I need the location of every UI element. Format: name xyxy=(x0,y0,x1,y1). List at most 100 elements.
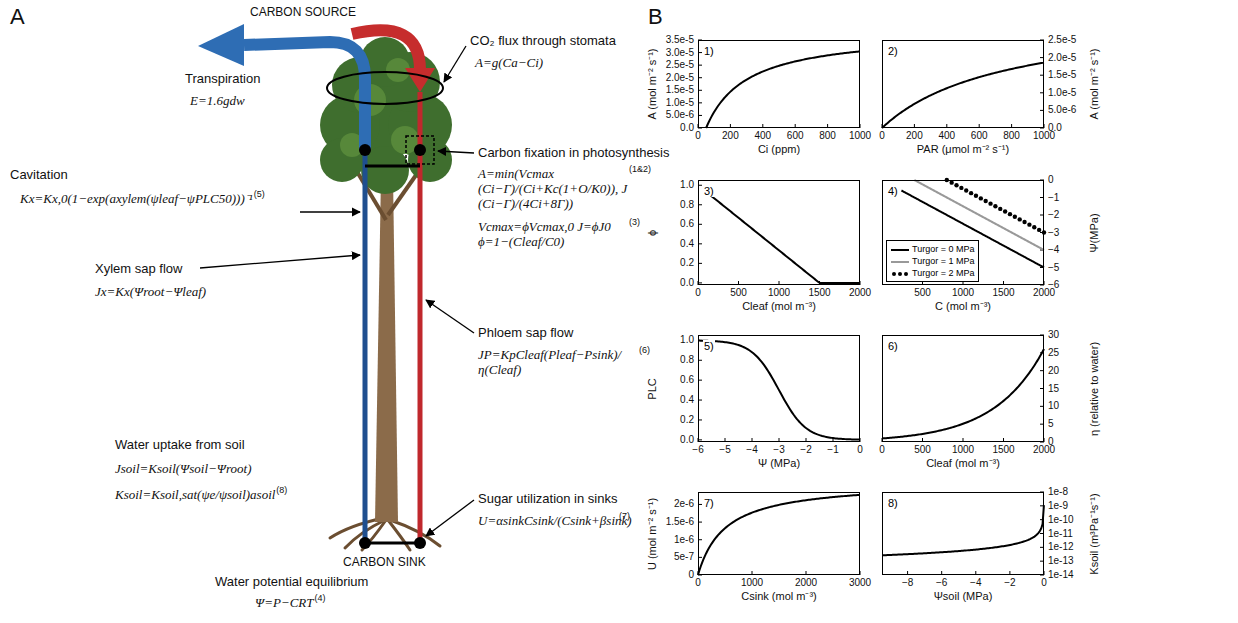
legend-row: Turgor = 1 MPa xyxy=(891,255,974,267)
tick-label: 2.0e-5 xyxy=(1048,52,1076,64)
plot-dot xyxy=(949,180,953,184)
panel-number: 7) xyxy=(703,497,715,509)
tick-label: 800 xyxy=(1003,130,1020,142)
tick-label: 5.0e-6 xyxy=(1048,105,1076,117)
plot-dot xyxy=(959,186,963,190)
tick-label: 1000 xyxy=(741,577,763,589)
tick-label: 1e-12 xyxy=(1048,542,1074,554)
tick-label: 1e-6 xyxy=(674,534,694,546)
legend-text: Turgor = 2 MPa xyxy=(912,268,974,278)
tick-label: 1e-8 xyxy=(1048,486,1068,498)
tick-label: 1500 xyxy=(992,287,1014,299)
equation: Jx=Kx(Ψroot−Ψleaf) xyxy=(95,285,206,300)
plot-dot xyxy=(983,199,987,203)
tick-label: 1.0e-5 xyxy=(666,97,694,109)
tick-label: −2 xyxy=(800,444,811,456)
axis-title: ϕ xyxy=(646,229,659,235)
tick-label: −2 xyxy=(1048,209,1059,221)
tick-label: 10 xyxy=(1048,401,1059,413)
plot-legend: Turgor = 0 MPaTurgor = 1 MPaTurgor = 2 M… xyxy=(886,240,979,282)
plot-curve xyxy=(698,341,860,440)
tick-label: 2000 xyxy=(849,287,871,299)
tick-label: 0 xyxy=(688,569,694,581)
carbon-label: CARBON SOURCE xyxy=(250,6,356,20)
tick-label: −6 xyxy=(692,444,703,456)
tick-label: 0.8 xyxy=(680,355,694,367)
equation: Kx=Kx,0(1−exp(axylem(ψleaf−ψPLC50)))⁻¹ xyxy=(20,192,253,207)
annotation-label: Carbon fixation in photosynthesis xyxy=(478,146,670,161)
equation: A=g(Ca−Ci) xyxy=(475,56,543,71)
tick-label: 0 xyxy=(857,444,863,456)
panel-number: 6) xyxy=(887,340,899,352)
tick-label: 600 xyxy=(787,130,804,142)
tick-label: 1000 xyxy=(849,130,871,142)
plot-dot xyxy=(993,204,997,208)
tick-label: −4 xyxy=(746,444,757,456)
plot-dot xyxy=(964,188,968,192)
reference-number: (3) xyxy=(629,217,640,227)
plot-dot xyxy=(998,207,1002,211)
tick-label: 0.0 xyxy=(680,277,694,289)
axis-title: Csink (mol m⁻³) xyxy=(741,590,817,603)
tick-label: 5e-7 xyxy=(674,552,694,564)
tick-label: 500 xyxy=(730,287,747,299)
tick-label: −1 xyxy=(827,444,838,456)
axis-title: A (mol m⁻² s⁻¹) xyxy=(1088,49,1101,120)
tick-marks xyxy=(698,40,1044,575)
plot-curve xyxy=(706,192,860,283)
tick-label: −3 xyxy=(773,444,784,456)
plot-curves xyxy=(698,51,1046,575)
axis-title: PLC xyxy=(646,378,659,399)
tick-label: −5 xyxy=(719,444,730,456)
reference-number: (8) xyxy=(276,485,287,495)
panel-number: 2) xyxy=(887,45,899,57)
panel-letter: B xyxy=(648,4,663,29)
axis-title: Ψ (MPa) xyxy=(758,457,800,470)
tick-label: 30 xyxy=(1048,329,1059,341)
equation: A=min(Vcmax (Ci−Γ)/(Ci+Kc(1+O/K0)), J (C… xyxy=(478,167,628,212)
plot-dot xyxy=(1003,209,1007,213)
plot-frame: 7) xyxy=(698,492,860,575)
tick-label: 0 xyxy=(695,287,701,299)
plot-curve xyxy=(882,349,1044,438)
tick-label: 0.8 xyxy=(680,199,694,211)
tick-label: −3 xyxy=(1048,227,1059,239)
axis-title: Ψ(MPa) xyxy=(1088,213,1101,252)
annotation-label: Xylem sap flow xyxy=(95,262,182,277)
plot-curve xyxy=(706,51,860,128)
legend-sample xyxy=(891,270,909,278)
tick-label: 0.6 xyxy=(680,219,694,231)
plot-dot xyxy=(979,196,983,200)
tick-label: −8 xyxy=(902,577,913,589)
plot-dot xyxy=(969,191,973,195)
plot-frame: 6) xyxy=(882,335,1044,442)
tick-label: 1.0e-5 xyxy=(1048,87,1076,99)
axis-title: PAR (μmol m⁻² s⁻¹) xyxy=(917,143,1009,156)
tick-label: 800 xyxy=(819,130,836,142)
tick-label: 5 xyxy=(1048,418,1054,430)
axis-title: Ksoil (m³Pa⁻¹s⁻¹) xyxy=(1088,493,1101,574)
tick-label: 1000 xyxy=(952,444,974,456)
tick-label: 1.0 xyxy=(680,180,694,192)
equation: Jsoil=Ksoil(Ψsoil−Ψroot) xyxy=(115,462,251,477)
tick-label: 1000 xyxy=(768,287,790,299)
plot-dot xyxy=(1042,230,1046,234)
annotation-label: CO₂ flux through stomata xyxy=(470,34,616,49)
tick-label: 1000 xyxy=(1033,130,1055,142)
axis-title: C (mol m⁻³) xyxy=(935,300,991,313)
axis-title: Cleaf (mol m⁻³) xyxy=(926,457,1000,470)
tick-label: 1000 xyxy=(952,287,974,299)
tick-label: 0.2 xyxy=(680,258,694,270)
legend-sample xyxy=(891,246,909,254)
plot-frame: 3) xyxy=(698,180,860,285)
tick-label: 0.2 xyxy=(680,414,694,426)
tick-label: 0.0 xyxy=(680,434,694,446)
equation: U=αsinkCsink/(Csink+βsink) xyxy=(478,514,618,529)
reference-number: (7) xyxy=(619,511,630,521)
equation: E=1.6gdw xyxy=(190,94,245,109)
panel-number: 5) xyxy=(703,340,715,352)
tick-label: 15 xyxy=(1048,383,1059,395)
tick-label: 400 xyxy=(754,130,771,142)
tick-label: 2000 xyxy=(1033,444,1055,456)
annotation-label: Water uptake from soil xyxy=(115,438,245,453)
